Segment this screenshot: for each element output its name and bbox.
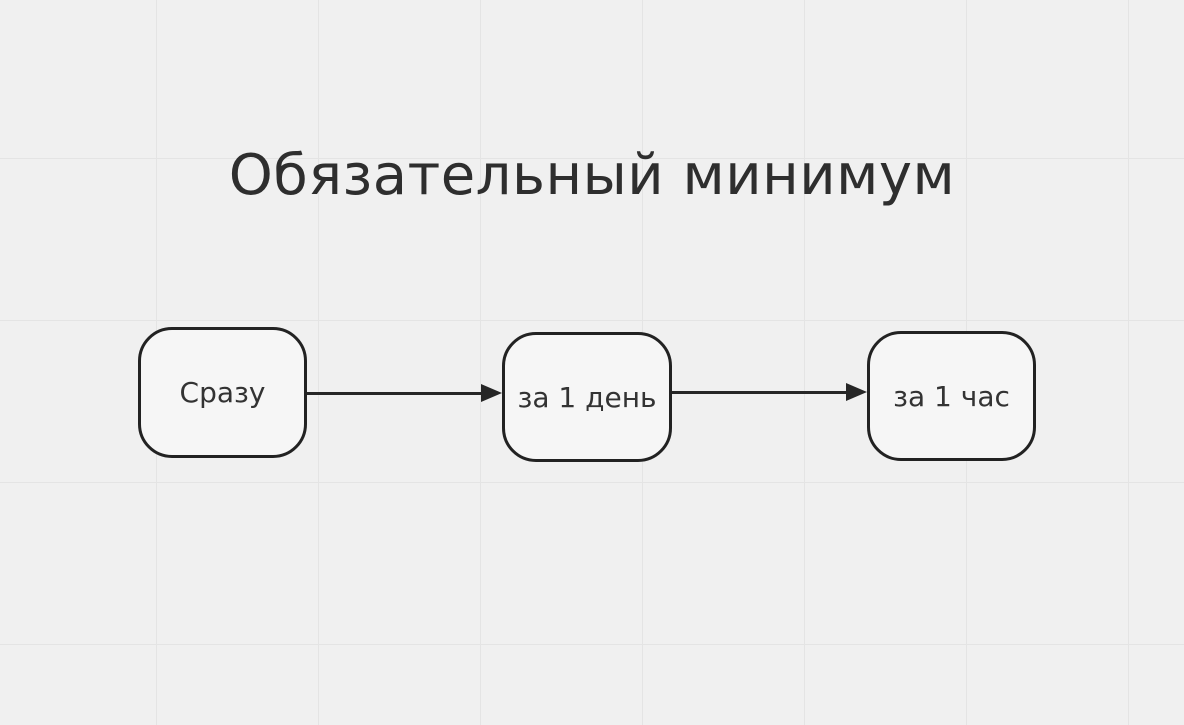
node-immediately[interactable]: Сразу xyxy=(138,327,307,458)
node-label: Сразу xyxy=(179,376,266,409)
diagram-title[interactable]: Обязательный минимум xyxy=(228,143,956,208)
node-label: за 1 час xyxy=(893,379,1010,413)
node-label: за 1 день xyxy=(517,380,657,414)
node-in-1-day[interactable]: за 1 день xyxy=(502,332,672,462)
edge-node2-node3[interactable] xyxy=(672,383,867,401)
edge-node1-node2[interactable] xyxy=(307,384,502,402)
arrow-right-icon xyxy=(846,383,867,401)
arrow-right-icon xyxy=(481,384,502,402)
edge-line xyxy=(307,391,481,395)
edge-line xyxy=(672,390,846,394)
node-in-1-hour[interactable]: за 1 час xyxy=(867,331,1036,461)
